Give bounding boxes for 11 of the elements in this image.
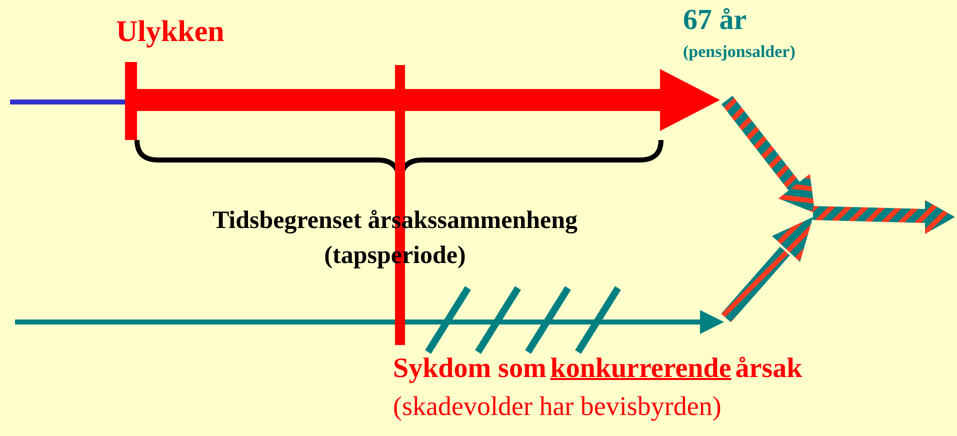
age-note: (pensjonsalder) xyxy=(683,42,796,62)
age-label: 67 år xyxy=(683,5,747,37)
cause-label-emphasis: konkurrerende xyxy=(550,353,732,384)
thick-arrow xyxy=(137,69,720,131)
cause-label: årsak xyxy=(735,353,802,384)
line xyxy=(10,100,125,104)
cause-note: (skadevolder har bevisbyrden) xyxy=(393,390,722,423)
marker-bar xyxy=(125,62,137,140)
cause-label: Sykdom som xyxy=(393,353,546,384)
thick-arrow xyxy=(721,96,815,213)
event-label: Ulykken xyxy=(116,14,224,50)
